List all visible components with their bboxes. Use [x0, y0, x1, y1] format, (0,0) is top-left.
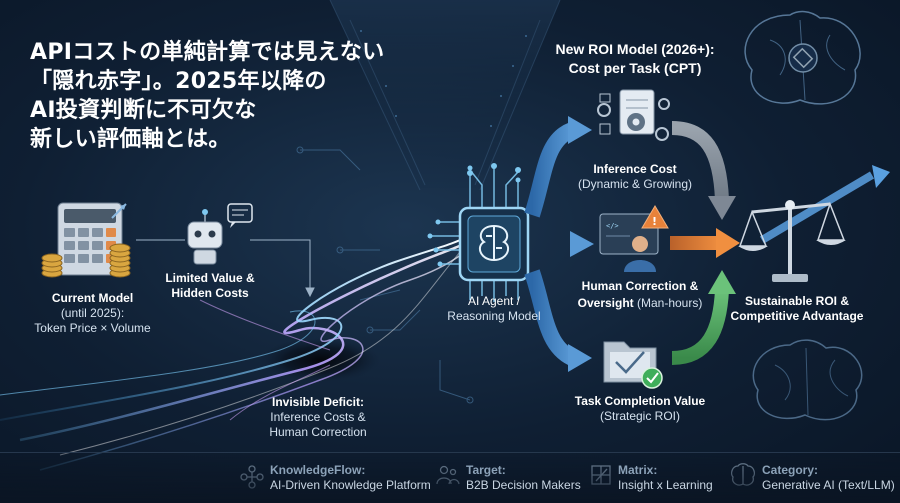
roi-model-title: New ROI Model (2026+): Cost per Task (CP… — [500, 40, 770, 78]
inference-cost-label: Inference Cost (Dynamic & Growing) — [565, 162, 705, 192]
roi-model-title-line-1: New ROI Model (2026+): — [555, 41, 715, 57]
footer-bar: KnowledgeFlow: AI-Driven Knowledge Platf… — [0, 452, 900, 503]
footer-key: Target: — [466, 463, 506, 477]
invisible-deficit-swirl — [0, 235, 473, 471]
human-correction-manhours: (Man-hours) — [633, 296, 703, 310]
current-model-formula: Token Price × Volume — [34, 321, 151, 335]
calculator-coins-icon — [41, 202, 131, 278]
human-monitor-warning-icon: </> ! — [599, 205, 669, 272]
sustainable-roi-label: Sustainable ROI & Competitive Advantage — [722, 294, 872, 324]
footer-item-category: Category: Generative AI (Text/LLM) — [762, 463, 895, 493]
sustainable-roi-line-2: Competitive Advantage — [730, 309, 864, 323]
limited-value-line-2: Hidden Costs — [171, 286, 249, 300]
ai-agent-label: AI Agent / Reasoning Model — [434, 294, 554, 324]
ai-agent-line-2: Reasoning Model — [447, 309, 541, 323]
svg-text:!: ! — [652, 215, 657, 228]
current-model-label: Current Model (until 2025): Token Price … — [20, 291, 165, 336]
headline-line-1: APIコストの単純計算では見えない — [30, 40, 385, 65]
sustainable-roi-line-1: Sustainable ROI & — [744, 294, 850, 308]
svg-text:</>: </> — [606, 222, 619, 230]
human-correction-label: Human Correction & Oversight (Man-hours) — [560, 279, 720, 312]
footer-value: Generative AI (Text/LLM) — [762, 478, 895, 492]
invisible-deficit-label: Invisible Deficit: Inference Costs & Hum… — [248, 395, 388, 440]
limited-value-label: Limited Value & Hidden Costs — [150, 271, 270, 301]
footer-value: Insight x Learning — [618, 478, 713, 492]
footer-key: Category: — [762, 463, 819, 477]
footer-value: B2B Decision Makers — [466, 478, 581, 492]
inference-cost-subtitle: (Dynamic & Growing) — [577, 177, 693, 191]
footer-item-target: Target: B2B Decision Makers — [466, 463, 581, 493]
headline-line-4: 新しい評価軸とは。 — [30, 127, 231, 152]
roi-model-title-line-2: Cost per Task (CPT) — [568, 60, 702, 76]
task-completion-heading: Task Completion Value — [574, 394, 706, 408]
flow-arrows-blue — [524, 116, 594, 372]
invisible-deficit-line-2: Inference Costs & — [270, 410, 366, 424]
headline-line-2: 「隠れ赤字」。2025年以降の — [30, 69, 327, 94]
footer-key: KnowledgeFlow: — [270, 463, 366, 477]
orange-arrow — [670, 228, 740, 258]
headline-line-3: AI投資判断に不可欠な — [30, 98, 257, 123]
folder-check-icon — [603, 341, 663, 389]
brain-bottom-icon — [752, 339, 863, 421]
circuit-lines — [296, 146, 474, 404]
task-completion-subtitle: (Strategic ROI) — [599, 409, 680, 423]
balance-scale-icon — [738, 165, 890, 282]
footer-key: Matrix: — [618, 463, 658, 477]
invisible-deficit-heading: Invisible Deficit: — [271, 395, 365, 409]
footer-value: AI-Driven Knowledge Platform — [270, 478, 431, 492]
limited-value-line-1: Limited Value & — [165, 271, 255, 285]
task-completion-label: Task Completion Value (Strategic ROI) — [555, 394, 725, 424]
inference-cost-heading: Inference Cost — [593, 162, 677, 176]
connector-lines — [136, 239, 315, 298]
green-arrow — [671, 270, 736, 365]
server-corridor-background — [329, 0, 561, 191]
brain-top-icon — [744, 10, 861, 105]
current-model-heading: Current Model — [51, 291, 134, 305]
footer-item-knowledgeflow: KnowledgeFlow: AI-Driven Knowledge Platf… — [270, 463, 431, 493]
human-correction-heading: Human Correction & — [581, 279, 699, 293]
ai-chip-icon — [427, 163, 530, 302]
invisible-deficit-line-3: Human Correction — [269, 425, 367, 439]
gray-arrow — [671, 121, 736, 220]
footer-item-matrix: Matrix: Insight x Learning — [618, 463, 713, 493]
robot-chat-icon — [187, 203, 253, 265]
human-correction-oversight: Oversight — [577, 296, 634, 310]
ai-agent-line-1: AI Agent / — [467, 294, 521, 308]
current-model-period: (until 2025): — [60, 306, 125, 320]
document-gears-icon — [597, 89, 670, 141]
